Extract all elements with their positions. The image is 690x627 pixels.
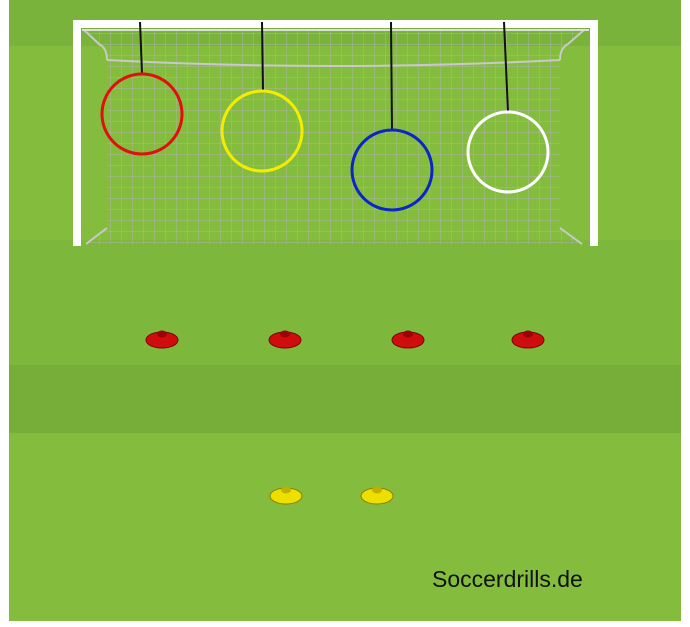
pitch-band-middle-dark [9, 365, 681, 433]
string-blue-ring [391, 22, 392, 130]
watermark-text: Soccerdrills.de [432, 566, 583, 593]
pitch-band-middle-light [9, 240, 681, 365]
goal [77, 24, 594, 246]
string-yellow-ring [262, 22, 263, 91]
